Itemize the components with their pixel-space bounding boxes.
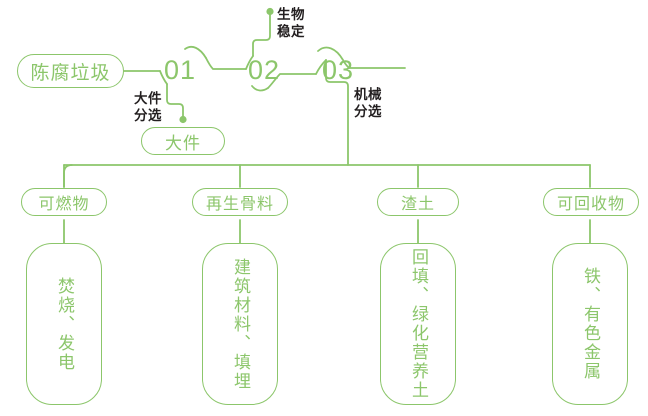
arc-03-left [315, 59, 327, 75]
node-branch-recycled-aggregate-label: 再生骨料 [205, 196, 274, 213]
node-output-bulky-label: 大件 [165, 133, 201, 153]
note-02-bio-stabilization: 生物 稳定 [277, 6, 305, 40]
node-branch-recyclables-label: 可回收物 [556, 196, 625, 213]
node-branch-slag-soil-label: 渣土 [400, 196, 435, 213]
node-destination-building-materials-landfill[interactable]: 建筑材料、填埋 [202, 243, 278, 405]
note-02-line-1: 生物 [277, 7, 305, 22]
stage-number-01[interactable]: 01 [164, 55, 197, 85]
note-01-bulky-sorting: 大件 分选 [134, 90, 162, 124]
note-01-line-1: 大件 [134, 91, 162, 106]
node-destination-ferrous-nonferrous-metal[interactable]: 铁、有色金属 [552, 243, 628, 405]
node-source-chenfu-laji[interactable]: 陈腐垃圾 [17, 54, 124, 88]
node-destination-incineration-power[interactable]: 焚烧、发电 [26, 243, 102, 405]
link-03-to-bus [325, 59, 349, 166]
link-02-to-03 [267, 73, 317, 89]
node-branch-slag-soil[interactable]: 渣土 [377, 188, 459, 216]
node-destination-building-materials-landfill-label: 建筑材料、填埋 [231, 257, 250, 391]
link-01-to-bulky [166, 83, 184, 119]
node-branch-combustible[interactable]: 可燃物 [21, 188, 107, 216]
link-01-to-02 [205, 57, 247, 70]
stage-number-03[interactable]: 03 [322, 55, 355, 85]
arc-03-top [317, 46, 350, 69]
link-02-to-bio [252, 12, 271, 57]
node-branch-combustible-label: 可燃物 [38, 196, 90, 213]
node-source-label: 陈腐垃圾 [30, 62, 111, 84]
note-01-line-2: 分选 [134, 108, 162, 123]
note-03-line-2: 分选 [354, 104, 382, 119]
note-03-mechanical-sorting: 机械 分选 [354, 86, 382, 120]
node-destination-ferrous-nonferrous-metal-label: 铁、有色金属 [581, 267, 600, 381]
arc-02-bottom [251, 85, 269, 92]
node-output-bulky[interactable]: 大件 [141, 127, 225, 155]
node-branch-recycled-aggregate[interactable]: 再生骨料 [192, 188, 288, 216]
arc-01-top [184, 45, 207, 59]
bus-left-elbow [63, 164, 73, 188]
arc-01-left-tail [159, 70, 168, 85]
note-02-line-2: 稳定 [277, 24, 305, 39]
endpoint-dot-bio [266, 7, 274, 16]
endpoint-dot-bulky [179, 115, 187, 124]
stage-number-02[interactable]: 02 [248, 55, 281, 85]
node-destination-backfill-greening-soil[interactable]: 回填、绿化营养土 [380, 243, 456, 405]
note-03-line-1: 机械 [354, 87, 382, 102]
node-branch-recyclables[interactable]: 可回收物 [543, 188, 639, 216]
arc-02-left [245, 55, 254, 70]
node-destination-incineration-power-label: 焚烧、发电 [55, 276, 74, 372]
node-destination-backfill-greening-soil-label: 回填、绿化营养土 [409, 248, 428, 400]
